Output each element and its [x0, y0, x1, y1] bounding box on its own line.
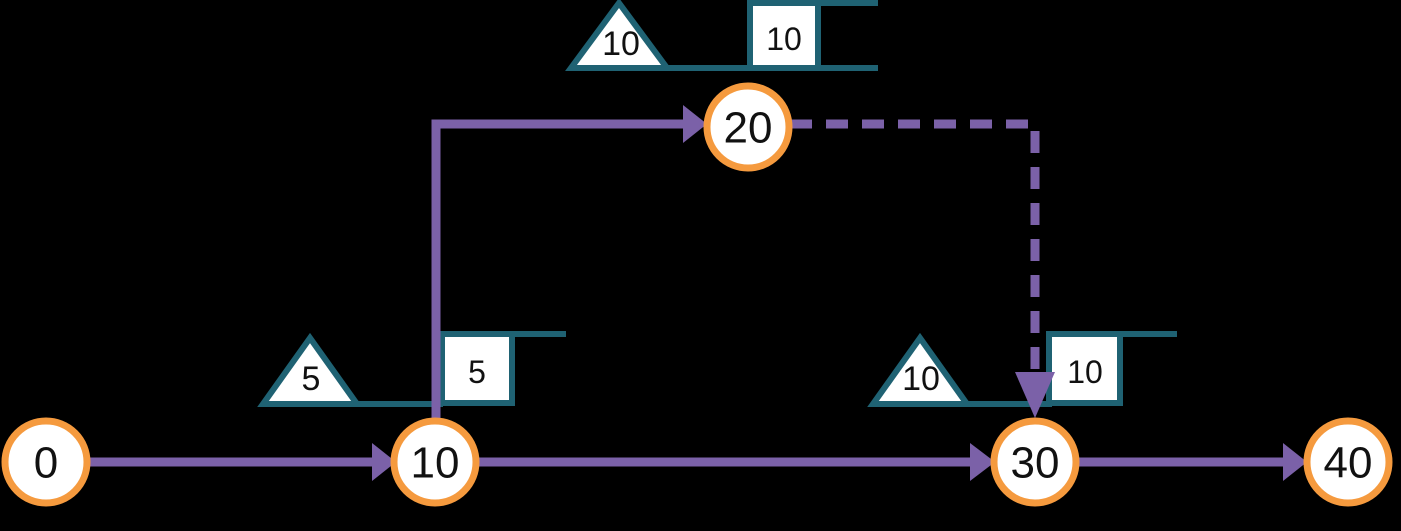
- annotation-right: 10 10: [867, 331, 1177, 407]
- node-20-label: 20: [724, 104, 773, 153]
- annotation-top-box: [747, 0, 821, 71]
- edge-30-to-40-arrowhead: [1283, 443, 1307, 481]
- node-0-label: 0: [34, 439, 58, 488]
- edge-20-to-30-arrowhead: [1015, 372, 1055, 418]
- node-10-label: 10: [411, 439, 460, 488]
- annotation-left-box-label: 5: [468, 354, 486, 390]
- node-40[interactable]: 40: [1303, 417, 1393, 507]
- node-10[interactable]: 10: [390, 417, 480, 507]
- edge-0-to-10: [90, 443, 396, 481]
- annotation-top-box-label: 10: [766, 21, 802, 57]
- annotation-right-box-label: 10: [1067, 354, 1103, 390]
- annotation-left-triangle: [257, 332, 363, 407]
- edge-10-to-20-arrowhead: [683, 105, 707, 143]
- annotation-left-box: [439, 331, 515, 406]
- edge-10-to-30-arrowhead: [970, 443, 995, 481]
- edge-10-to-30: [478, 443, 995, 481]
- annotation-top: 10 10: [565, 0, 878, 71]
- node-0-circle[interactable]: [1, 417, 91, 507]
- node-30-label: 30: [1011, 439, 1060, 488]
- edge-10-to-20-line: [431, 119, 686, 432]
- annotation-right-triangle: [867, 332, 973, 407]
- annotation-right-triangle-label: 10: [902, 360, 940, 398]
- node-30-circle[interactable]: [990, 417, 1080, 507]
- annotation-top-triangle-label: 10: [602, 25, 640, 63]
- node-40-label: 40: [1324, 439, 1373, 488]
- node-40-circle[interactable]: [1303, 417, 1393, 507]
- node-30[interactable]: 30: [990, 417, 1080, 507]
- node-20-circle[interactable]: [703, 82, 793, 172]
- edge-30-to-40: [1078, 443, 1307, 481]
- node-10-circle[interactable]: [390, 417, 480, 507]
- edge-20-to-30: [790, 119, 1055, 418]
- node-0[interactable]: 0: [1, 417, 91, 507]
- edge-10-to-20: [431, 105, 707, 432]
- edge-20-to-30-line: [790, 119, 1040, 375]
- annotation-left-triangle-label: 5: [302, 360, 321, 398]
- node-20[interactable]: 20: [703, 82, 793, 172]
- annotation-left: 5 5: [257, 331, 566, 407]
- annotation-right-box: [1046, 331, 1123, 406]
- annotation-top-triangle: [565, 0, 673, 71]
- edge-0-to-10-arrowhead: [372, 443, 396, 481]
